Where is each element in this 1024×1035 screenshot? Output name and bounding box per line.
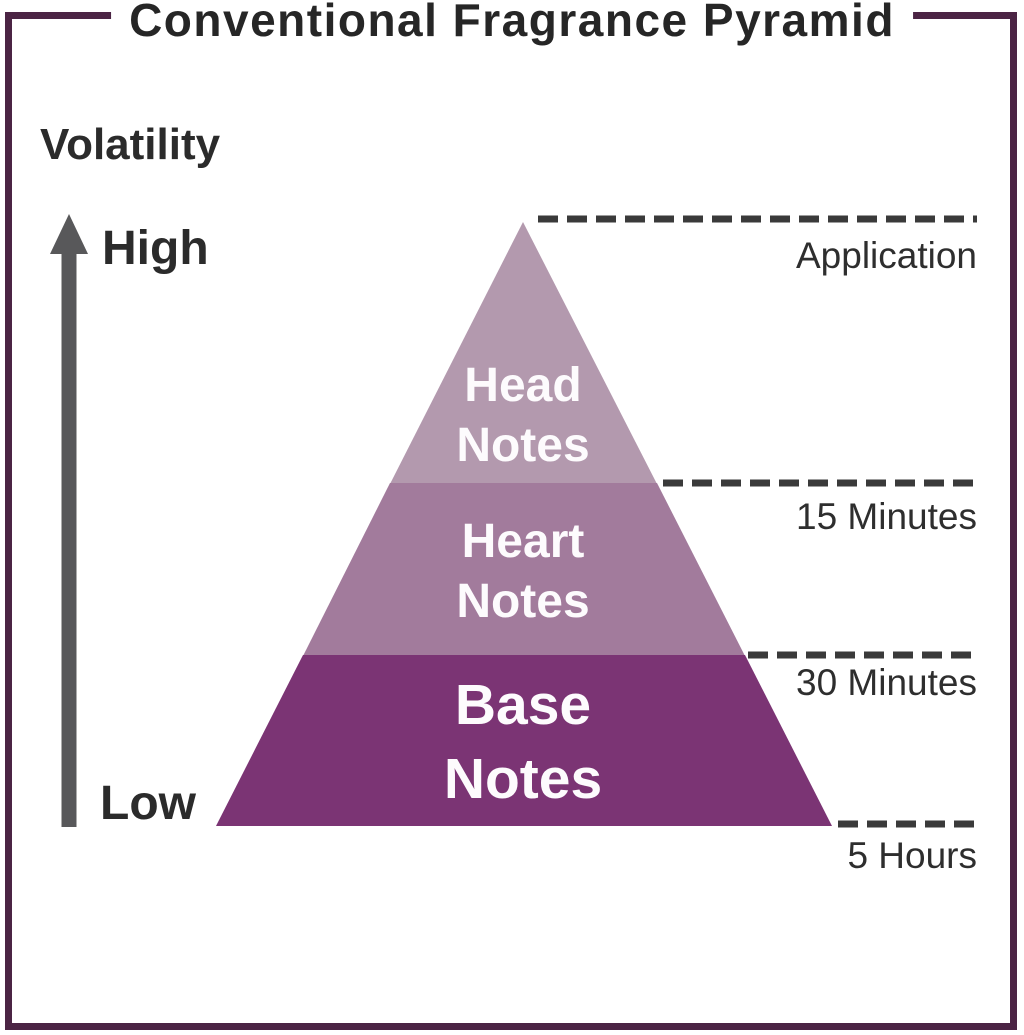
marker-label-30-minutes: 30 Minutes: [796, 662, 977, 703]
pyramid-heart-section: [303, 483, 745, 656]
base-notes-line1: Base: [454, 673, 592, 737]
heart-notes-label: Heart Notes: [456, 512, 589, 632]
head-notes-label: Head Notes: [456, 356, 589, 476]
heart-notes-line1: Heart: [461, 515, 585, 568]
arrow-up-icon: [50, 214, 88, 254]
marker-label-5-hours: 5 Hours: [847, 835, 977, 876]
marker-label-15-minutes: 15 Minutes: [796, 496, 977, 537]
pyramid-base-section: [216, 655, 832, 826]
page-title: Conventional Fragrance Pyramid: [111, 0, 913, 46]
axis-low-label: Low: [100, 777, 196, 830]
volatility-up-arrow: [50, 214, 88, 827]
base-notes-line2: Notes: [443, 747, 603, 811]
base-notes-label: Base Notes: [444, 668, 602, 816]
pyramid-head-section: [390, 222, 657, 484]
volatility-label: Volatility: [40, 120, 221, 169]
heart-notes-line2: Notes: [456, 575, 590, 628]
head-notes-line1: Head: [464, 359, 582, 412]
head-notes-line2: Notes: [456, 419, 590, 472]
marker-label-application: Application: [795, 235, 977, 276]
axis-high-label: High: [102, 222, 209, 275]
